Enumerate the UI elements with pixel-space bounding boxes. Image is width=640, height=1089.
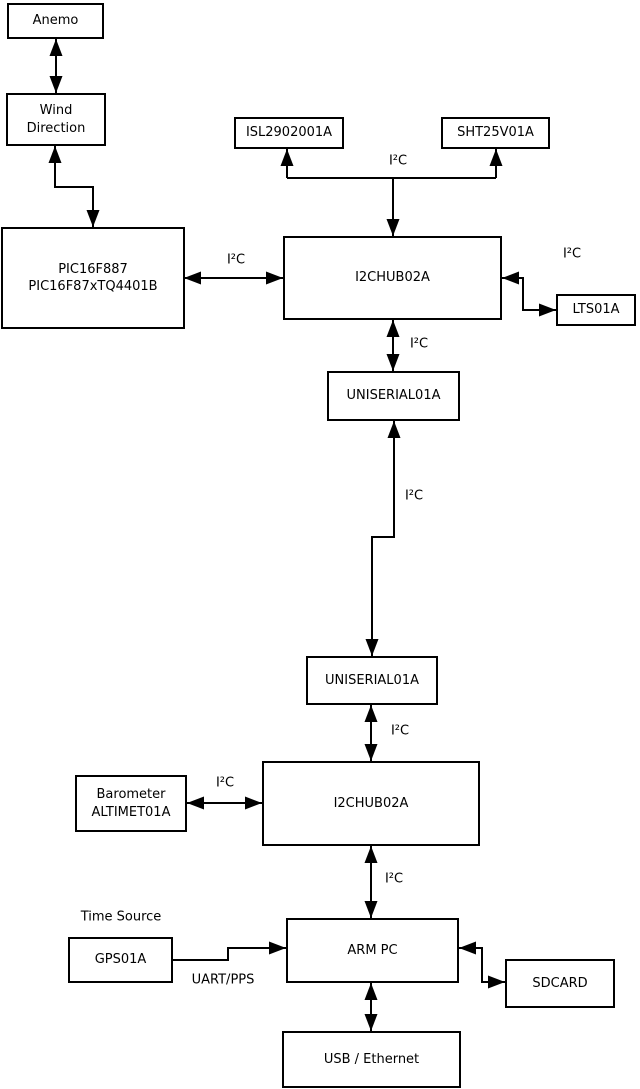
node-uniserial-1: UNISERIAL01A [327,371,460,421]
edge-label-i2c-uniserial-link: I²C [404,488,424,504]
node-i2c-hub-1: I2CHUB02A [283,236,502,320]
node-sht-humidity-sensor: SHT25V01A [441,117,550,149]
node-sdcard: SDCARD [505,959,615,1008]
connector-armpc-sdcard [459,941,505,989]
connector-hub1-lts [502,271,556,317]
edge-label-uart-pps: UART/PPS [191,972,255,988]
node-arm-pc: ARM PC [286,918,459,983]
connector-uniserial1-uniserial2 [365,421,401,656]
edge-label-i2c-uniserial2-hub2: I²C [390,723,410,739]
connector-gps-armpc [173,941,286,961]
node-isl-light-sensor: ISL2902001A [234,117,344,149]
edge-label-i2c-hub1-lts: I²C [562,246,582,262]
node-pic-microcontroller: PIC16F887 PIC16F87xTQ4401B [1,227,185,329]
edge-label-i2c-top-bus: I²C [388,153,408,169]
edge-label-i2c-pic-hub1: I²C [226,252,246,268]
node-wind-direction: Wind Direction [6,93,106,146]
node-usb-ethernet: USB / Ethernet [282,1031,461,1088]
edge-label-time-source: Time Source [80,909,162,925]
edge-label-i2c-barometer-hub2: I²C [215,775,235,791]
node-uniserial-2: UNISERIAL01A [306,656,438,705]
node-barometer-altimeter: Barometer ALTIMET01A [75,775,187,832]
node-anemometer: Anemo [7,3,104,39]
edge-label-i2c-hub1-uniserial1: I²C [409,336,429,352]
edge-label-i2c-hub2-armpc: I²C [384,871,404,887]
node-lts-temperature-sensor: LTS01A [556,294,636,326]
connector-winddirection-pic [48,146,100,227]
node-gps: GPS01A [68,937,173,983]
node-i2c-hub-2: I2CHUB02A [262,761,480,846]
